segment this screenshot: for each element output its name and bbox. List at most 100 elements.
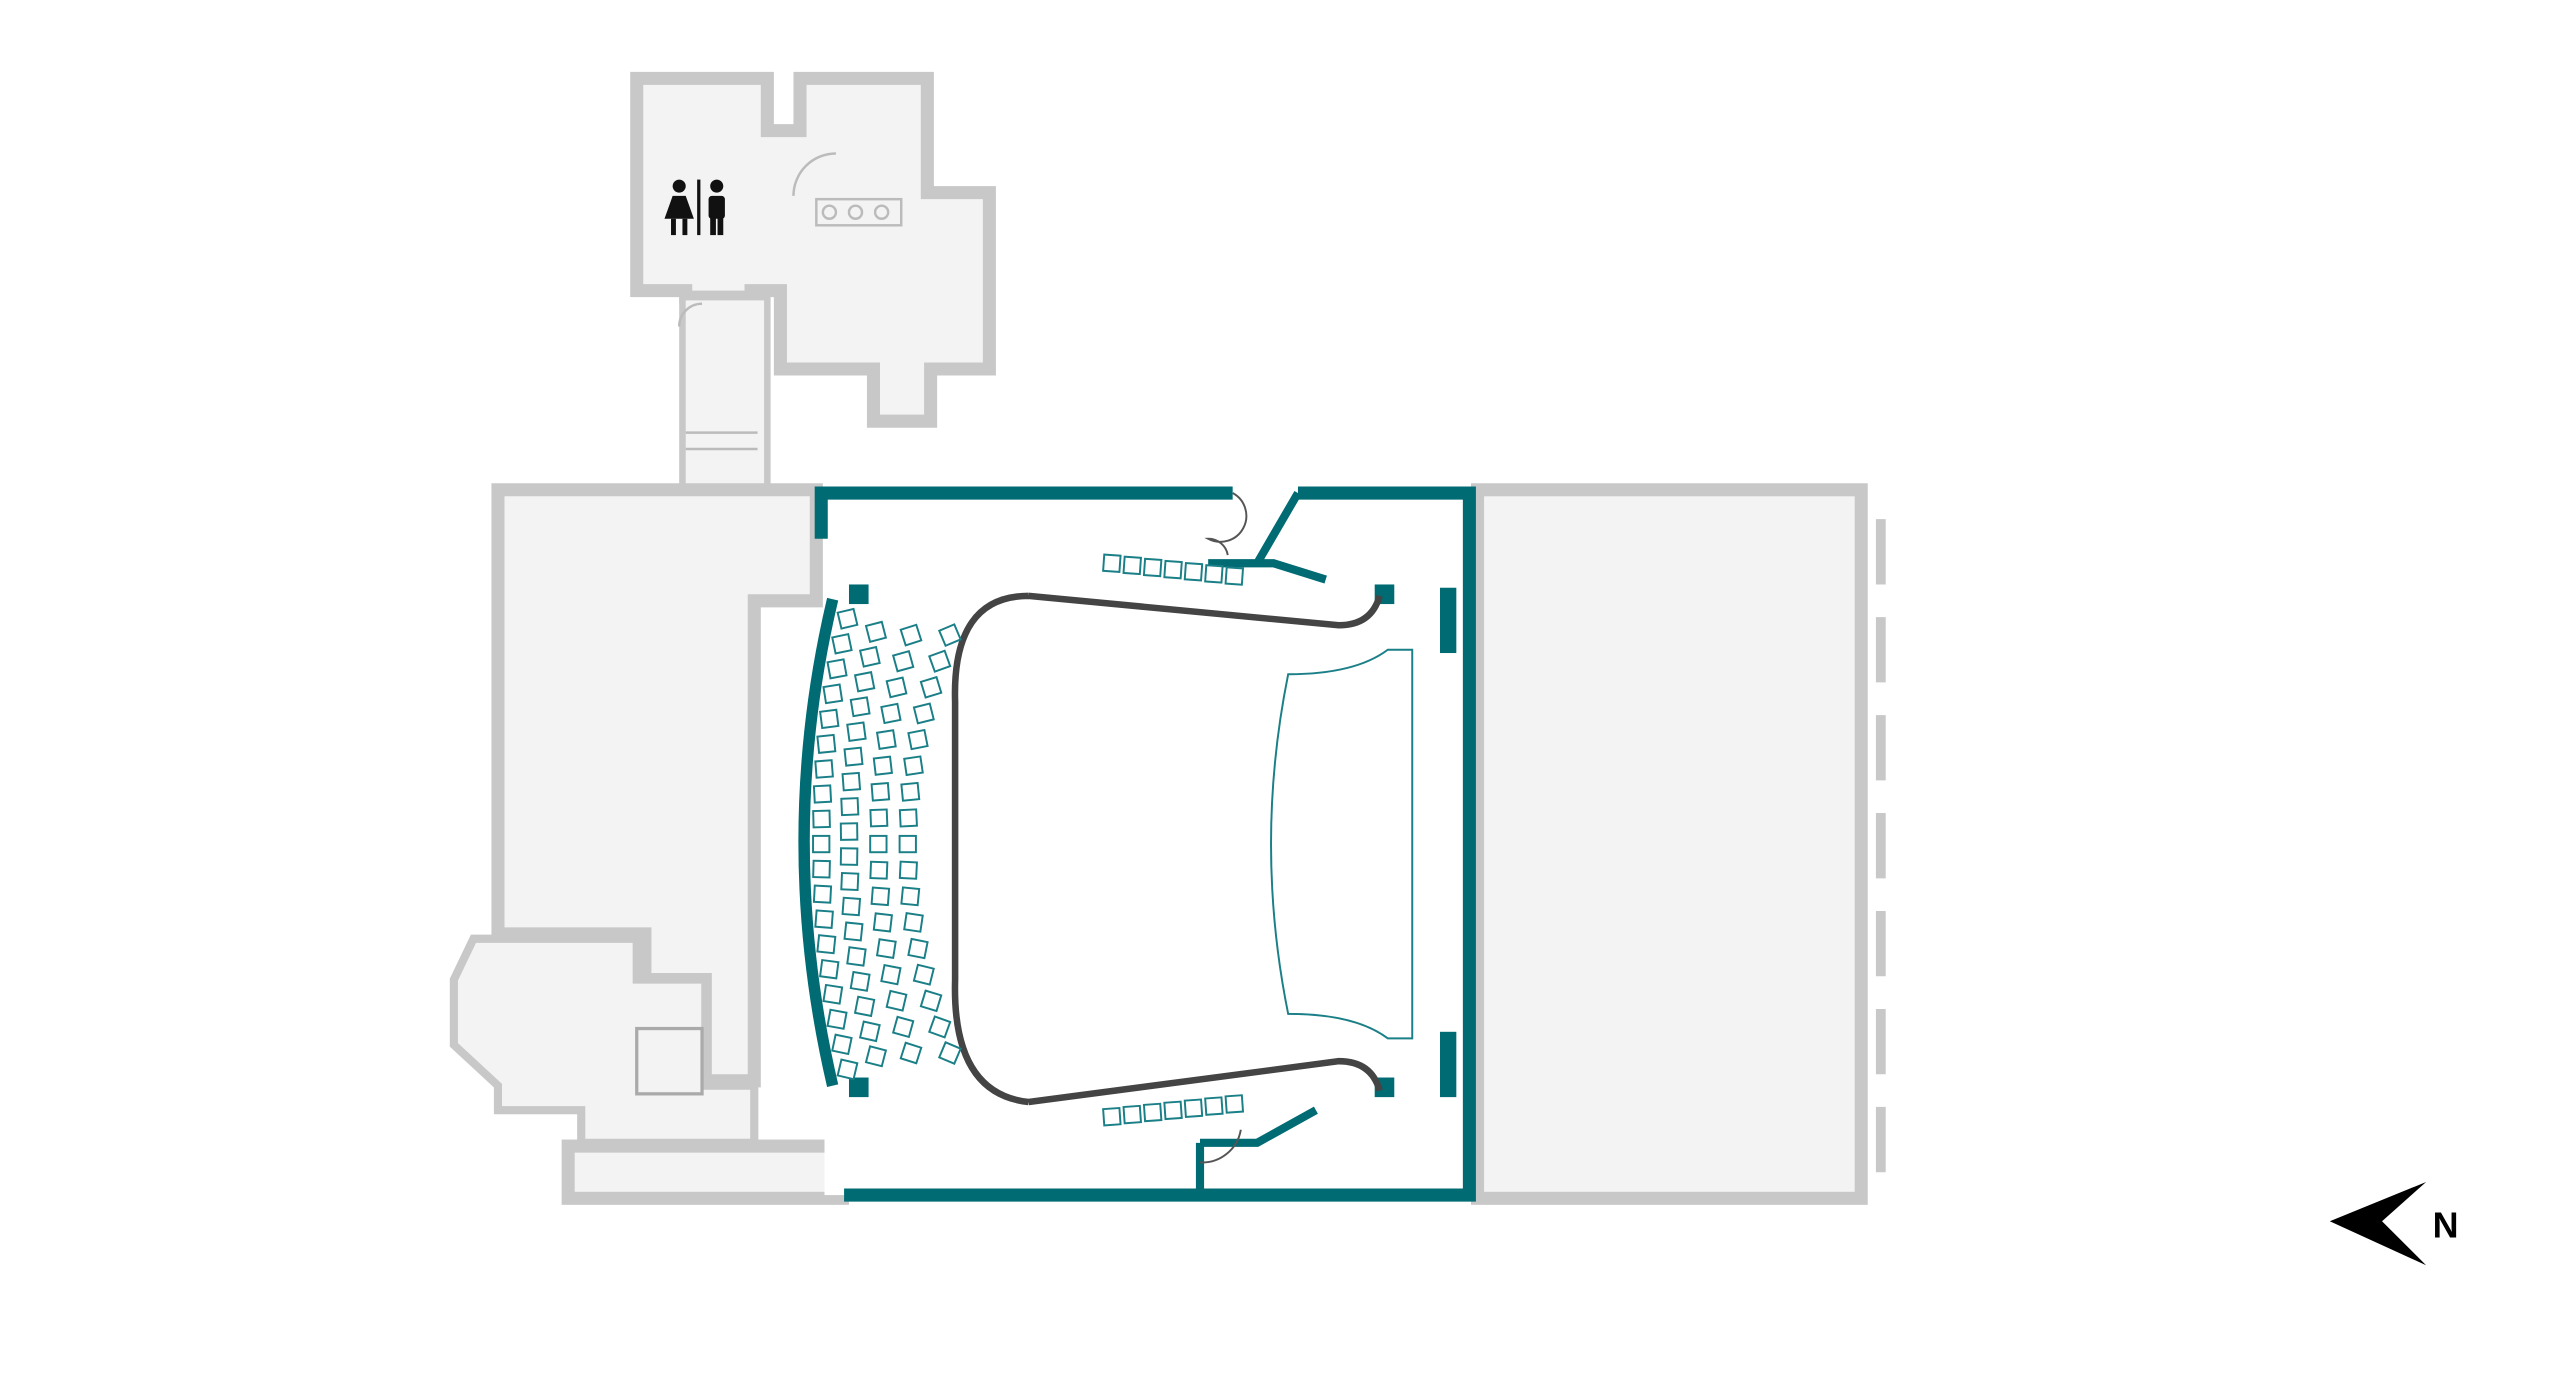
seat[interactable] <box>1163 1100 1183 1121</box>
seat[interactable] <box>831 1033 853 1056</box>
seat[interactable] <box>846 946 867 967</box>
seat[interactable] <box>836 1058 859 1081</box>
seat[interactable] <box>849 696 871 718</box>
restroom-icon <box>664 179 725 236</box>
seat[interactable] <box>826 1008 848 1030</box>
seat[interactable] <box>1142 557 1163 578</box>
door-swing-south <box>1199 1129 1242 1164</box>
seat[interactable] <box>928 1015 952 1039</box>
seat[interactable] <box>826 658 848 680</box>
seat[interactable] <box>898 860 918 880</box>
seat[interactable] <box>898 808 918 828</box>
seat[interactable] <box>899 1041 923 1065</box>
seat[interactable] <box>875 729 897 750</box>
seat[interactable] <box>937 623 962 648</box>
seat[interactable] <box>858 645 881 668</box>
seat[interactable] <box>858 1020 881 1043</box>
seat[interactable] <box>880 702 902 725</box>
seat[interactable] <box>812 784 833 804</box>
seat[interactable] <box>819 708 840 730</box>
stair-core <box>635 1026 704 1096</box>
seat[interactable] <box>900 886 921 907</box>
seat[interactable] <box>840 797 860 817</box>
corridor-north <box>679 293 771 497</box>
seat[interactable] <box>898 834 917 854</box>
seat[interactable] <box>1183 561 1204 582</box>
seat[interactable] <box>880 963 902 986</box>
seat[interactable] <box>1102 1106 1122 1127</box>
door-swing-north <box>1207 492 1248 556</box>
seat[interactable] <box>872 912 893 933</box>
seat[interactable] <box>841 771 862 792</box>
seat[interactable] <box>875 938 897 959</box>
seat[interactable] <box>919 675 943 699</box>
seat[interactable] <box>812 809 831 829</box>
seat[interactable] <box>1122 555 1143 576</box>
seat[interactable] <box>1224 566 1245 586</box>
seat[interactable] <box>814 909 834 929</box>
seat[interactable] <box>843 921 864 942</box>
seat[interactable] <box>812 834 831 854</box>
seat[interactable] <box>841 896 862 917</box>
seat[interactable] <box>891 649 915 673</box>
seat[interactable] <box>885 676 908 699</box>
seat[interactable] <box>822 983 844 1005</box>
seat[interactable] <box>919 989 943 1013</box>
seat[interactable] <box>903 755 924 777</box>
north-label: N <box>2433 1205 2459 1246</box>
seat[interactable] <box>846 721 867 742</box>
north-arrow-icon <box>2329 1182 2427 1266</box>
seat[interactable] <box>869 808 889 828</box>
seat[interactable] <box>822 683 844 705</box>
seat[interactable] <box>812 859 831 879</box>
seat[interactable] <box>869 860 889 880</box>
seat[interactable] <box>928 649 952 673</box>
toilet-fixtures <box>677 152 903 451</box>
seat[interactable] <box>891 1015 915 1039</box>
seats <box>812 553 1245 1127</box>
south-strip <box>561 1139 849 1205</box>
seat[interactable] <box>870 782 891 802</box>
stage-apron <box>1270 648 1414 1040</box>
seat[interactable] <box>864 1045 888 1068</box>
seat[interactable] <box>1204 564 1224 584</box>
seat[interactable] <box>853 995 876 1018</box>
seat[interactable] <box>831 632 853 655</box>
seat[interactable] <box>1224 1094 1245 1114</box>
seat[interactable] <box>907 728 929 751</box>
seat[interactable] <box>869 834 888 854</box>
seat[interactable] <box>816 934 837 955</box>
seat[interactable] <box>885 989 908 1012</box>
east-hall <box>1471 483 1868 1205</box>
seat[interactable] <box>849 970 871 992</box>
seat[interactable] <box>912 702 935 725</box>
seat[interactable] <box>836 607 859 630</box>
seat[interactable] <box>819 958 840 980</box>
seat[interactable] <box>1163 559 1183 580</box>
seat[interactable] <box>870 886 891 907</box>
seat[interactable] <box>864 620 888 643</box>
seat[interactable] <box>912 963 935 986</box>
seat[interactable] <box>843 746 864 767</box>
seat[interactable] <box>937 1041 962 1066</box>
west-curved-wall <box>798 597 839 1087</box>
seat[interactable] <box>839 847 859 866</box>
stage-edge <box>951 592 1383 1106</box>
auditorium-outer-wall <box>814 486 1476 1202</box>
seat[interactable] <box>814 759 834 779</box>
seat[interactable] <box>1183 1098 1204 1118</box>
seat[interactable] <box>899 623 923 647</box>
seat[interactable] <box>1102 553 1122 574</box>
seat[interactable] <box>903 912 924 933</box>
seat[interactable] <box>839 822 859 841</box>
seat[interactable] <box>1204 1096 1224 1116</box>
seat[interactable] <box>853 671 876 693</box>
seat[interactable] <box>872 755 893 776</box>
seat[interactable] <box>900 781 921 802</box>
seat[interactable] <box>1142 1102 1163 1123</box>
seat[interactable] <box>907 937 929 960</box>
seat[interactable] <box>816 733 837 754</box>
seat[interactable] <box>1122 1104 1143 1125</box>
seat[interactable] <box>812 884 833 904</box>
seat[interactable] <box>840 871 860 892</box>
